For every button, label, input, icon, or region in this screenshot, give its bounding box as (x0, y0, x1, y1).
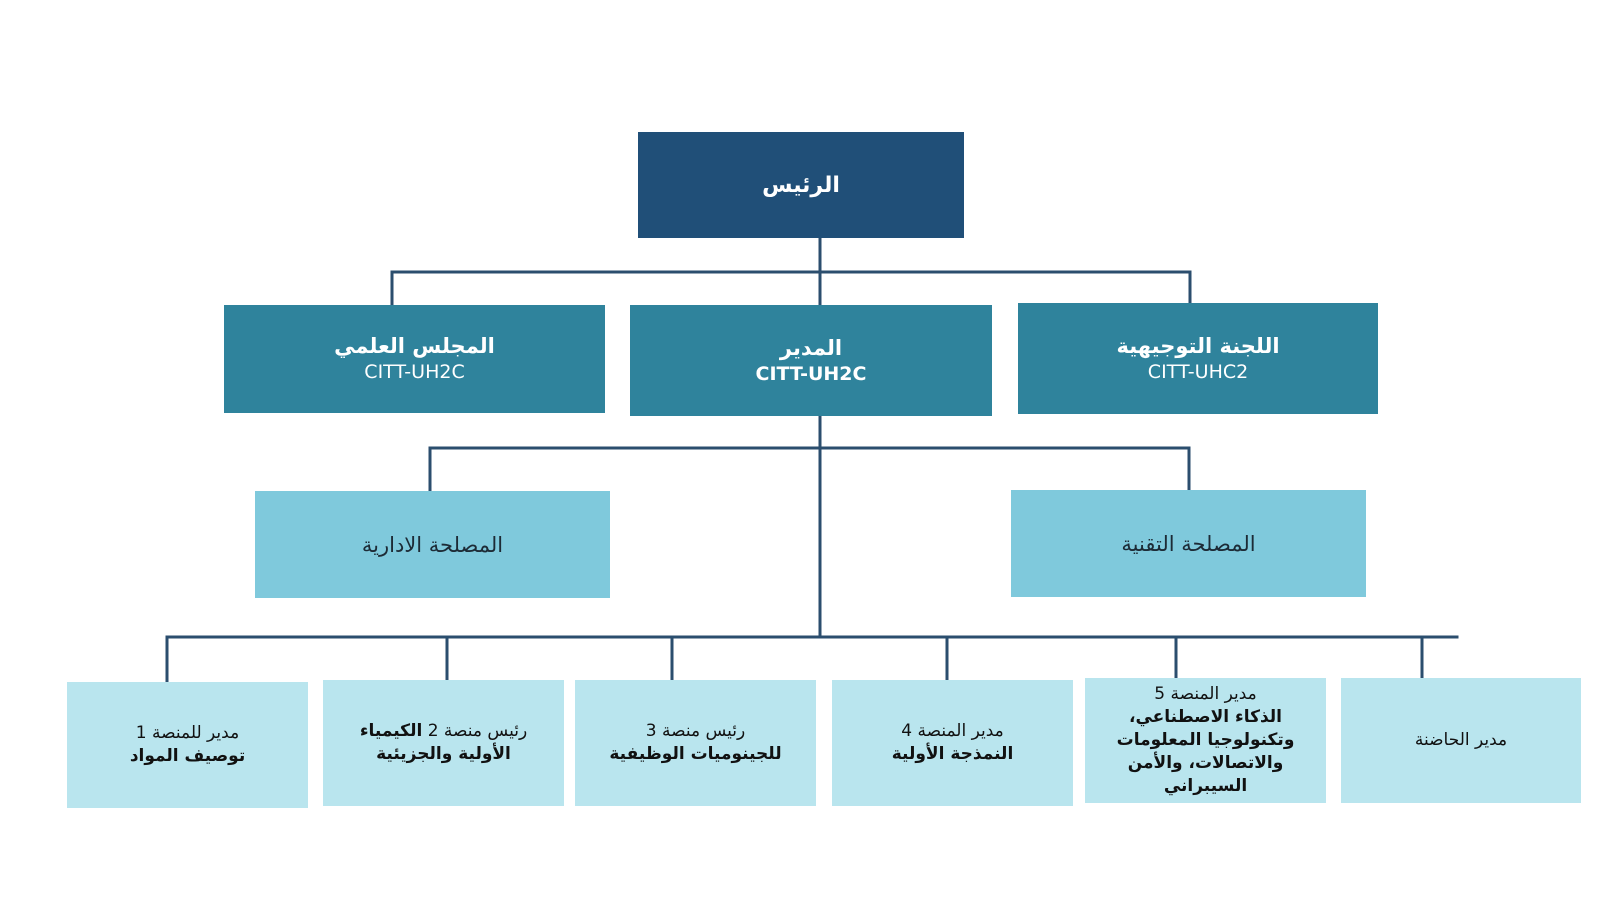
president-title: الرئيس (762, 172, 840, 198)
platform3-role: رئيس منصة 3 (645, 721, 746, 742)
platform4-box: مدير المنصة 4 النمذجة الأولية (832, 680, 1073, 806)
platform5-name-line1: الذكاء الاصطناعي، (1129, 707, 1282, 728)
platform2-role: رئيس منصة 2 (427, 721, 528, 742)
platform2-role-line: رئيس منصة 2 الكيمياء (360, 720, 527, 743)
platform1-name: توصيف المواد (129, 746, 246, 766)
steering-committee-title: اللجنة التوجيهية (1116, 333, 1280, 358)
scientific-council-code: CITT-UH2C (364, 361, 465, 384)
platform5-name-line2: وتكنولوجيا المعلومات (1116, 730, 1295, 751)
president-box: الرئيس (638, 132, 964, 238)
platform2-name-part1: الكيمياء (359, 721, 423, 742)
scientific-council-title: المجلس العلمي (334, 334, 495, 358)
administrative-service-box: المصلحة الادارية (255, 491, 610, 598)
administrative-service-title: المصلحة الادارية (361, 532, 504, 557)
platform1-role: مدير للمنصة 1 (135, 723, 240, 744)
platform3-name: للجينوميات الوظيفية (609, 744, 782, 764)
incubator-manager-title: مدير الحاضنة (1414, 730, 1508, 751)
director-title: المدير (779, 335, 843, 360)
platform5-name-line4: السيبراني (1163, 775, 1248, 796)
platform5-name-line3: والاتصالات، والأمن (1127, 752, 1284, 773)
steering-committee-box: اللجنة التوجيهية CITT-UHC2 (1018, 303, 1378, 414)
director-code: CITT-UH2C (755, 362, 867, 385)
platform4-name: النمذجة الأولية (891, 744, 1014, 764)
platform3-box: رئيس منصة 3 للجينوميات الوظيفية (575, 680, 816, 806)
platform5-box: مدير المنصة 5 الذكاء الاصطناعي، وتكنولوج… (1085, 678, 1326, 803)
incubator-manager-box: مدير الحاضنة (1341, 678, 1581, 803)
scientific-council-box: المجلس العلمي CITT-UH2C (224, 305, 605, 413)
steering-committee-code: CITT-UHC2 (1147, 360, 1249, 383)
platform2-box: رئيس منصة 2 الكيمياء الأولية والجزيئية (323, 680, 564, 806)
technical-service-title: المصلحة التقنية (1121, 531, 1256, 556)
platform4-role: مدير المنصة 4 (901, 721, 1004, 742)
technical-service-box: المصلحة التقنية (1011, 490, 1366, 597)
platform1-box: مدير للمنصة 1 توصيف المواد (67, 682, 308, 808)
platform2-name-part2: الأولية والجزيئية (376, 744, 511, 764)
director-box: المدير CITT-UH2C (630, 305, 992, 416)
platform5-role: مدير المنصة 5 (1154, 684, 1257, 705)
